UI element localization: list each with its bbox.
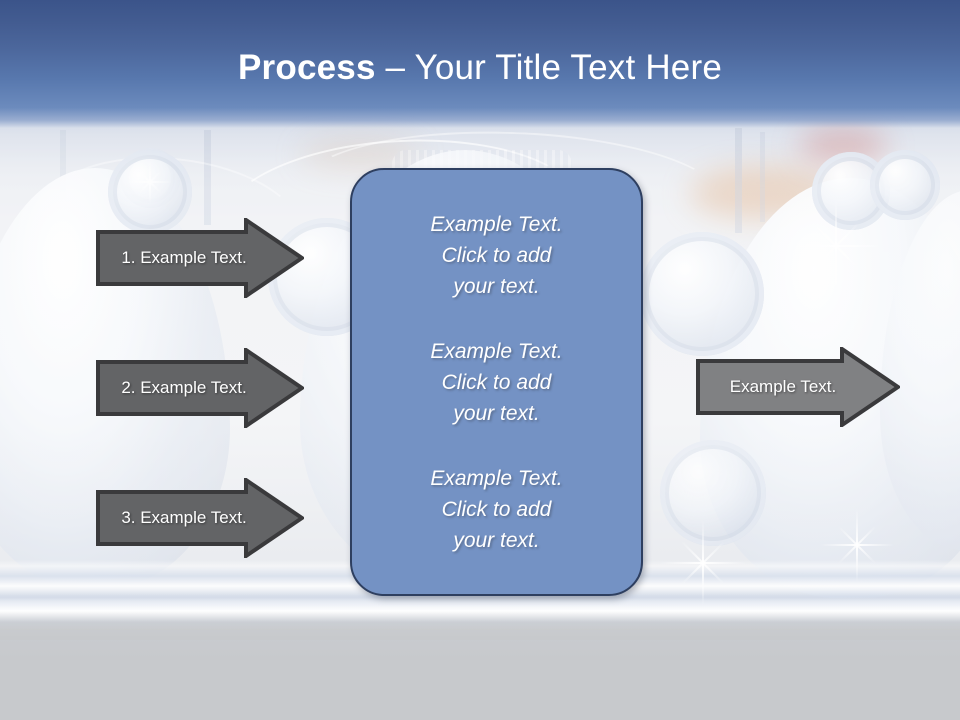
right-arrow-icon [96, 478, 304, 558]
panel-block-2-line-3: your text. [453, 401, 540, 425]
panel-text-block-2[interactable]: Example Text. Click to add your text. [352, 336, 641, 429]
panel-text-block-1[interactable]: Example Text. Click to add your text. [352, 209, 641, 302]
background-windshield-post-1 [204, 130, 211, 225]
right-arrow-icon [696, 347, 900, 427]
panel-block-2-line-1: Example Text. [430, 339, 563, 363]
output-arrow[interactable]: Example Text. [696, 347, 900, 427]
right-arrow-icon [96, 218, 304, 298]
panel-block-1-line-1: Example Text. [430, 212, 563, 236]
page-title: Process – Your Title Text Here [0, 46, 960, 90]
background-windshield-post-2 [735, 128, 742, 233]
input-arrow-3[interactable]: 3. Example Text. [96, 478, 304, 558]
panel-block-1-line-3: your text. [453, 274, 540, 298]
panel-block-1-line-2: Click to add [441, 243, 552, 267]
title-banner [0, 0, 960, 128]
right-arrow-icon [96, 348, 304, 428]
panel-text-block-3[interactable]: Example Text. Click to add your text. [352, 463, 641, 556]
process-panel[interactable]: Example Text. Click to add your text. Ex… [350, 168, 643, 596]
page-title-bold: Process [238, 48, 376, 87]
background-chrome-bumper-lower [0, 596, 960, 630]
page-title-rest: – Your Title Text Here [375, 48, 722, 87]
panel-block-2-line-2: Click to add [441, 370, 552, 394]
panel-block-3-line-3: your text. [453, 528, 540, 552]
panel-block-3-line-1: Example Text. [430, 466, 563, 490]
background-car-body-warm-3 [300, 140, 420, 170]
panel-block-3-line-2: Click to add [441, 497, 552, 521]
input-arrow-1[interactable]: 1. Example Text. [96, 218, 304, 298]
background-headlamp-c [640, 232, 764, 356]
background-windshield-post-4 [60, 130, 66, 200]
input-arrow-2[interactable]: 2. Example Text. [96, 348, 304, 428]
background-windshield-post-3 [760, 132, 765, 222]
